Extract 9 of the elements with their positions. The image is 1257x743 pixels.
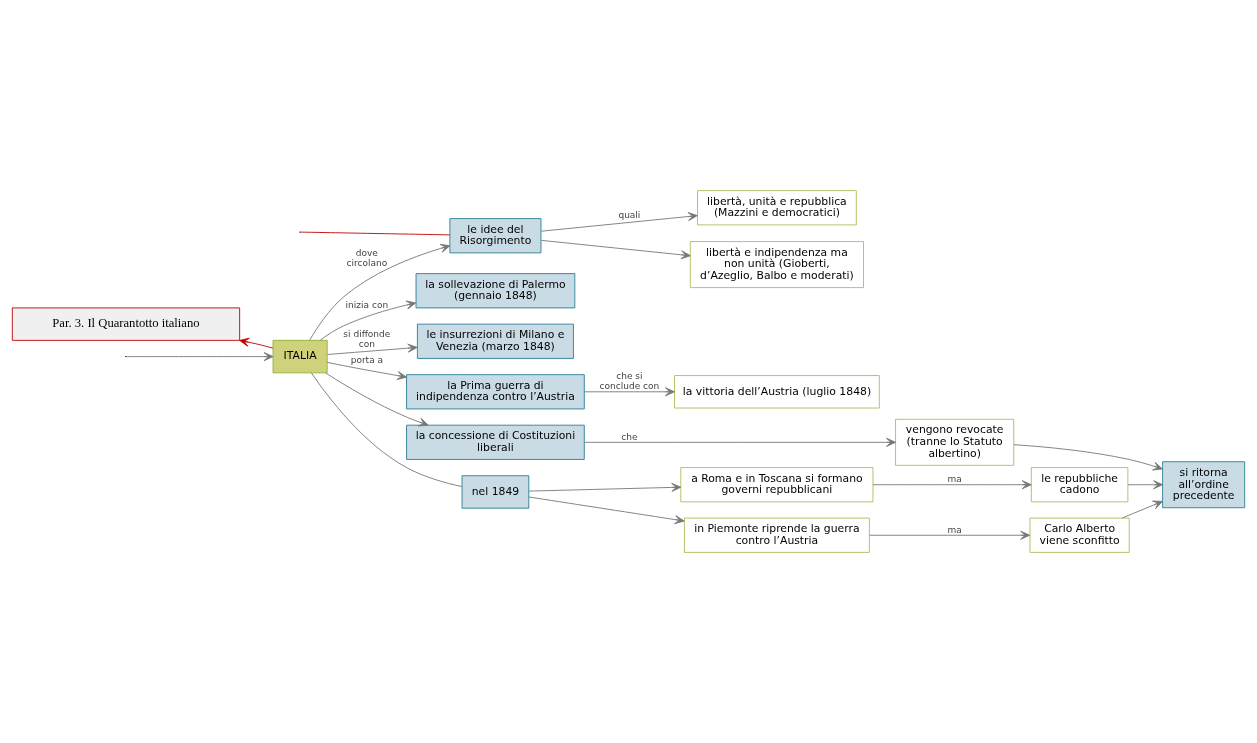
edge-label: che si conclude con — [599, 371, 660, 392]
edge-label: inizia con — [345, 299, 389, 310]
edge-label: porta a — [350, 354, 384, 365]
edge-label: che — [621, 431, 638, 442]
edge-label: quali — [618, 209, 641, 220]
edge-label: si diffonde con — [343, 328, 391, 349]
edge-label: ma — [947, 524, 962, 535]
edge-label: ma — [947, 474, 962, 485]
edge-label: dove circolano — [346, 248, 388, 269]
